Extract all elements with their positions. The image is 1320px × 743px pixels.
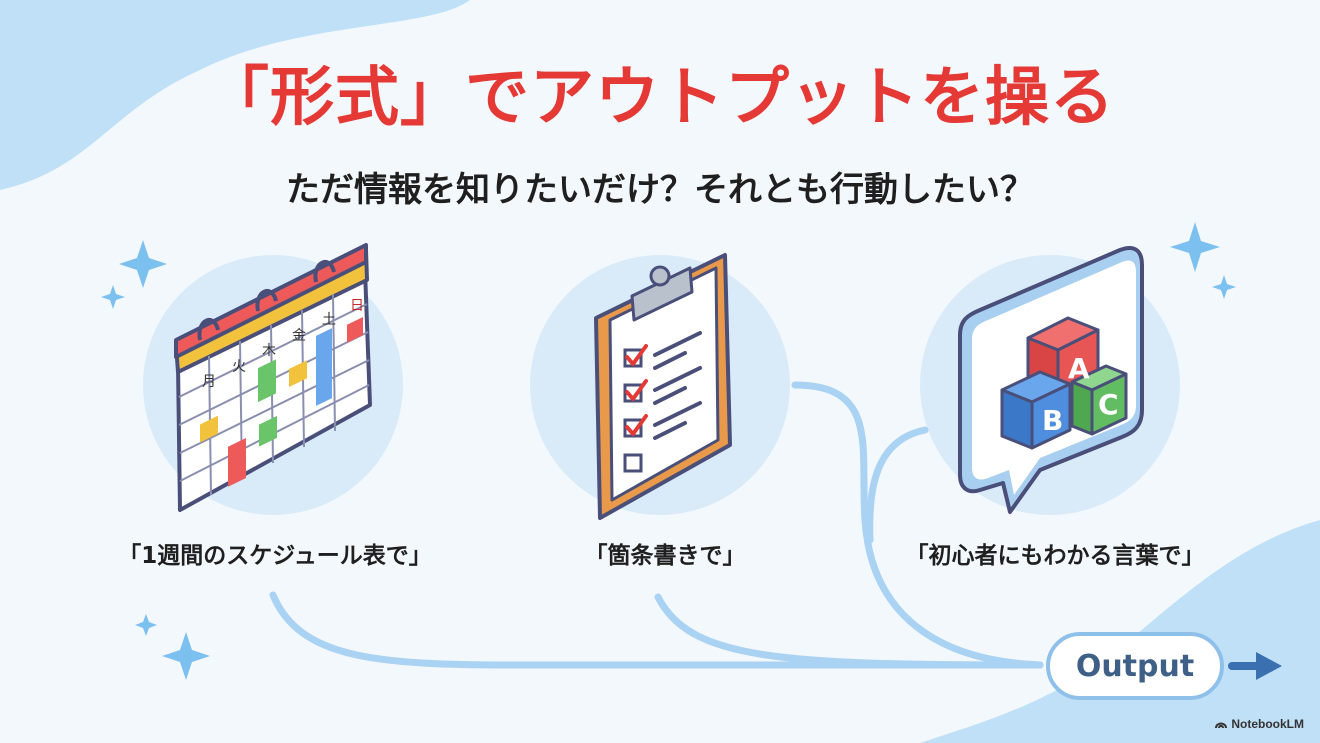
block-letter: A: [1068, 352, 1090, 385]
notebooklm-logo-icon: [1215, 722, 1228, 729]
top-left-wave: [0, 0, 470, 190]
calendar-day-label: 日: [350, 298, 364, 314]
checklist-icon: [594, 253, 732, 520]
bottom-right-wave: [920, 520, 1320, 743]
calendar-day-label: 木: [262, 343, 276, 359]
output-label: Output: [1075, 648, 1195, 684]
brand-label: NotebookLM: [1231, 717, 1304, 731]
blocks-icon: [1000, 316, 1128, 450]
page-title: 「形式」でアウトプットを操る: [205, 61, 1115, 135]
calendar-day-label: 月: [202, 374, 216, 390]
calendar-day-label: 火: [232, 359, 246, 375]
page-subtitle: ただ情報を知りたいだけ？それとも行動したい？: [286, 170, 1034, 210]
caption-bullets: 「箇条書きで」: [584, 543, 746, 569]
caption-schedule: 「1週間のスケジュール表で」: [118, 543, 432, 569]
calendar-icon: [174, 243, 372, 512]
sparkle-icon: [101, 222, 1236, 680]
block-letter: C: [1098, 388, 1119, 421]
calendar-day-label: 土: [322, 312, 336, 328]
flow-lines: [269, 381, 1044, 669]
caption-simple-words: 「初心者にもわかる言葉で」: [905, 543, 1205, 569]
output-pill: Output: [1046, 632, 1224, 700]
brand-watermark: NotebookLM: [1215, 717, 1304, 731]
calendar-day-label: 金: [292, 328, 306, 344]
block-letter: B: [1042, 404, 1063, 437]
